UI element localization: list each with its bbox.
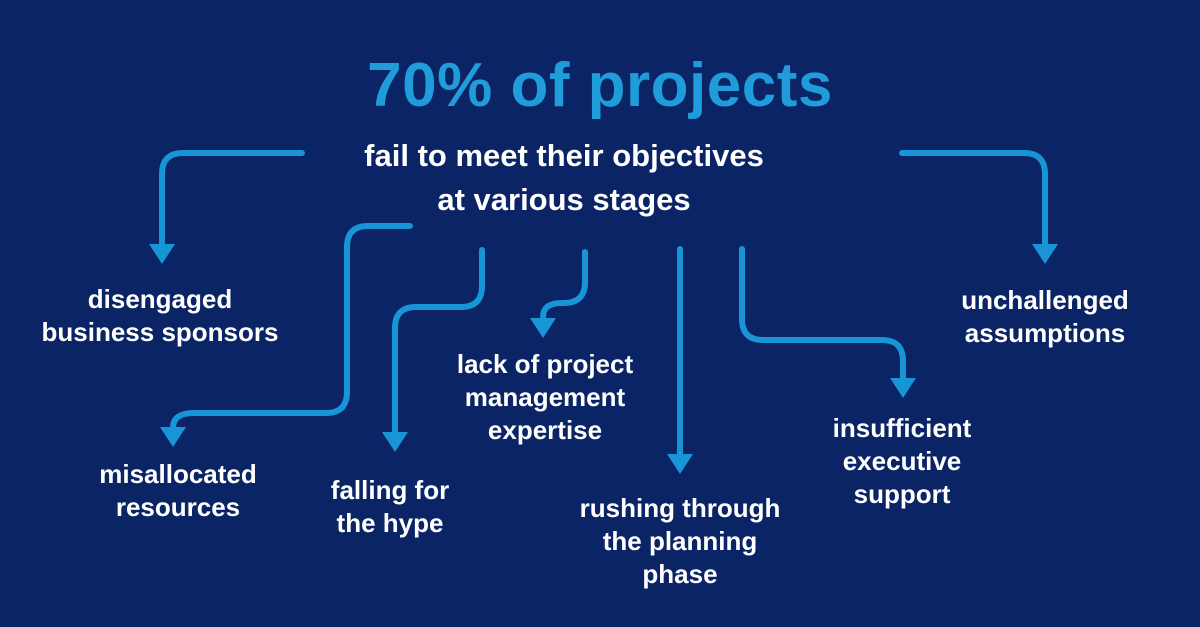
label-line: unchallenged [961,285,1129,315]
label-line: lack of project [456,349,634,379]
label-falling-for-the-hype: falling for the hype [331,474,449,540]
label-line: falling for [330,475,450,505]
arrow-misallocated-resources [160,223,413,447]
arrow-falling-for-the-hype [382,247,485,452]
label-disengaged-business-sponsors: disengaged business sponsors [42,283,279,349]
label-line: expertise [487,415,603,445]
label-line: disengaged [87,284,233,314]
arrow-disengaged-business-sponsors [149,150,305,264]
label-line: resources [115,492,241,522]
arrow-insufficient-executive-support [739,246,916,398]
label-lack-of-project-management-expertise: lack of project management expertise [457,348,633,447]
label-line: management [464,382,626,412]
arrow-rushing-through-the-planning-phase [667,246,693,474]
arrow-lack-of-project-management-expertise [530,249,588,338]
page-title: 70% of projects [367,51,833,120]
label-line: misallocated [99,459,257,489]
label-line: support [853,479,951,509]
label-line: the planning [602,526,758,556]
subtitle-line-2: at various stages [437,182,691,217]
label-misallocated-resources: misallocated resources [99,458,257,524]
label-insufficient-executive-support: insufficient executive support [833,412,972,511]
label-line: phase [642,559,718,589]
arrow-unchallenged-assumptions [899,150,1058,264]
subtitle-line-1: fail to meet their objectives [364,138,764,173]
label-line: rushing through [579,493,781,523]
label-unchallenged-assumptions: unchallenged assumptions [961,284,1129,350]
label-line: executive [842,446,962,476]
page-subtitle: fail to meet their objectives at various… [364,134,764,222]
label-line: insufficient [832,413,972,443]
label-line: assumptions [964,318,1126,348]
label-rushing-through-the-planning-phase: rushing through the planning phase [580,492,781,591]
label-line: business sponsors [41,317,279,347]
label-line: the hype [336,508,444,538]
